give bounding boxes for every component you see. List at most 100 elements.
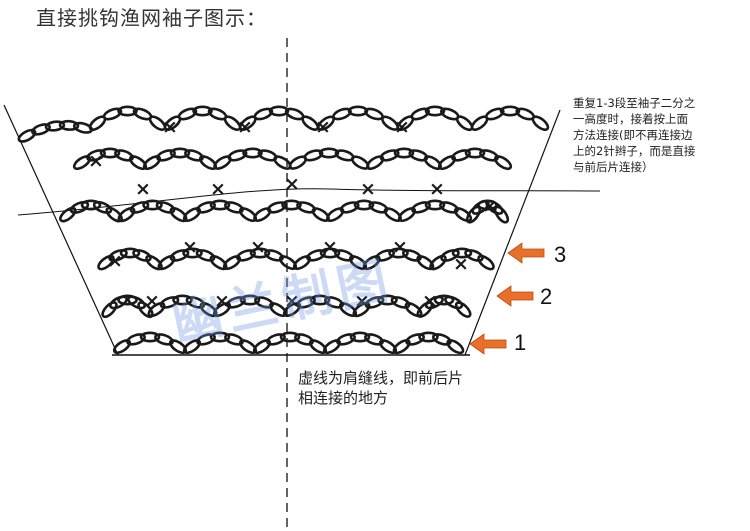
seam-line: 相连接的地方 — [298, 389, 389, 407]
chain-stitch — [185, 296, 206, 309]
chain-stitch — [154, 333, 174, 346]
chain-stitch — [117, 105, 138, 117]
chain-arch — [72, 147, 148, 171]
chain-stitch — [224, 201, 244, 214]
chain-arch — [437, 147, 513, 171]
chain-arch — [88, 105, 167, 132]
chain-stitch — [132, 248, 152, 262]
chain-stitch — [117, 294, 138, 306]
chain-stitch — [440, 248, 460, 262]
chain-stitch — [439, 201, 459, 214]
row-label-1: 1 — [514, 330, 527, 355]
chain-stitch — [336, 333, 356, 346]
note-line: 与前后片连接） — [573, 160, 654, 174]
chain-stitch — [227, 149, 248, 162]
chain-stitch — [451, 247, 473, 259]
chain-arch — [101, 294, 154, 319]
single-crochet-mark: × — [422, 290, 438, 312]
chain-stitch — [253, 207, 272, 222]
chain-stitch — [531, 115, 550, 132]
chain-arch — [317, 105, 399, 131]
chain-stitch — [493, 155, 513, 171]
chain-stitch — [405, 333, 425, 346]
row-arrow-2 — [496, 285, 534, 307]
sleeve-outline — [3, 38, 601, 531]
chain-stitch — [424, 199, 446, 211]
chain-stitch — [72, 155, 92, 171]
chain-stitch — [493, 205, 510, 224]
chain-stitch — [464, 248, 484, 262]
single-crochet-mark: × — [429, 178, 445, 200]
chain-stitch — [254, 296, 274, 309]
chain-stitch — [388, 247, 409, 259]
chain-stitch — [266, 201, 287, 214]
chain-stitch — [264, 249, 284, 262]
single-crochet-mark: × — [237, 116, 253, 138]
chain-stitch — [226, 296, 246, 309]
chain-stitch — [119, 247, 141, 259]
chain-stitch — [195, 249, 216, 262]
chain-stitch — [139, 331, 161, 343]
single-crochet-mark: × — [250, 236, 266, 258]
chain-arch — [212, 294, 288, 318]
chain-stitch — [99, 147, 121, 159]
chain-stitch — [142, 199, 163, 211]
row-arrow-1 — [469, 333, 507, 355]
chain-stitch — [379, 149, 400, 162]
chain-stitch — [319, 247, 341, 259]
chain-stitch — [182, 339, 202, 355]
chain-arch — [362, 247, 435, 271]
chain-stitch — [368, 201, 389, 214]
chain-stitch — [268, 105, 290, 117]
chain-stitch — [209, 331, 231, 343]
row-label-3: 3 — [554, 242, 567, 267]
chain-arch — [147, 294, 218, 318]
chain-stitch — [402, 249, 422, 262]
chain-stitch — [432, 333, 452, 346]
note-line: 一高度时，接着按上面 — [573, 112, 688, 126]
chain-stitch — [349, 331, 371, 343]
chain-stitch — [224, 333, 244, 346]
chain-stitch — [212, 302, 232, 318]
chain-stitch — [392, 339, 411, 355]
chain-stitch — [294, 333, 314, 346]
chain-stitch — [464, 147, 486, 159]
chain-stitch — [353, 199, 375, 211]
note-line: 方法连接(即不再连接边 — [573, 128, 693, 142]
chain-stitch — [266, 333, 286, 346]
chain-stitch — [454, 301, 472, 318]
single-crochet-mark: × — [284, 290, 300, 312]
single-crochet-mark: × — [88, 150, 104, 172]
chain-stitch — [364, 107, 384, 121]
chain-stitch — [347, 105, 369, 117]
chain-stitch — [196, 201, 216, 214]
chain-stitch — [404, 301, 423, 318]
chain-stitch — [366, 155, 385, 170]
chain-stitch — [451, 149, 471, 162]
chain-stitch — [411, 201, 431, 214]
chain-stitch — [156, 149, 176, 162]
chain-stitch — [59, 206, 77, 223]
chain-stitch — [339, 201, 360, 214]
chain-stitch — [332, 107, 352, 121]
chain-stitch — [209, 199, 231, 211]
seam-note: 虚线为肩缝线，即前后片 相连接的地方 — [298, 368, 463, 408]
chain-arch — [322, 331, 398, 355]
chain-stitch — [157, 254, 176, 271]
chain-arch — [282, 294, 358, 318]
single-crochet-mark: × — [315, 116, 331, 138]
chain-stitch — [352, 301, 371, 318]
chain-stitch — [169, 147, 191, 159]
chain-stitch — [252, 339, 272, 355]
chain-stitch — [479, 149, 499, 162]
chain-stitch — [429, 254, 447, 271]
chain-stitch — [309, 294, 331, 306]
chain-arch — [238, 105, 320, 131]
chain-stitch — [499, 105, 521, 117]
chain-stitch — [169, 249, 190, 262]
chain-stitch — [393, 147, 415, 159]
chain-stitch — [322, 339, 342, 355]
chain-arch — [465, 199, 510, 224]
